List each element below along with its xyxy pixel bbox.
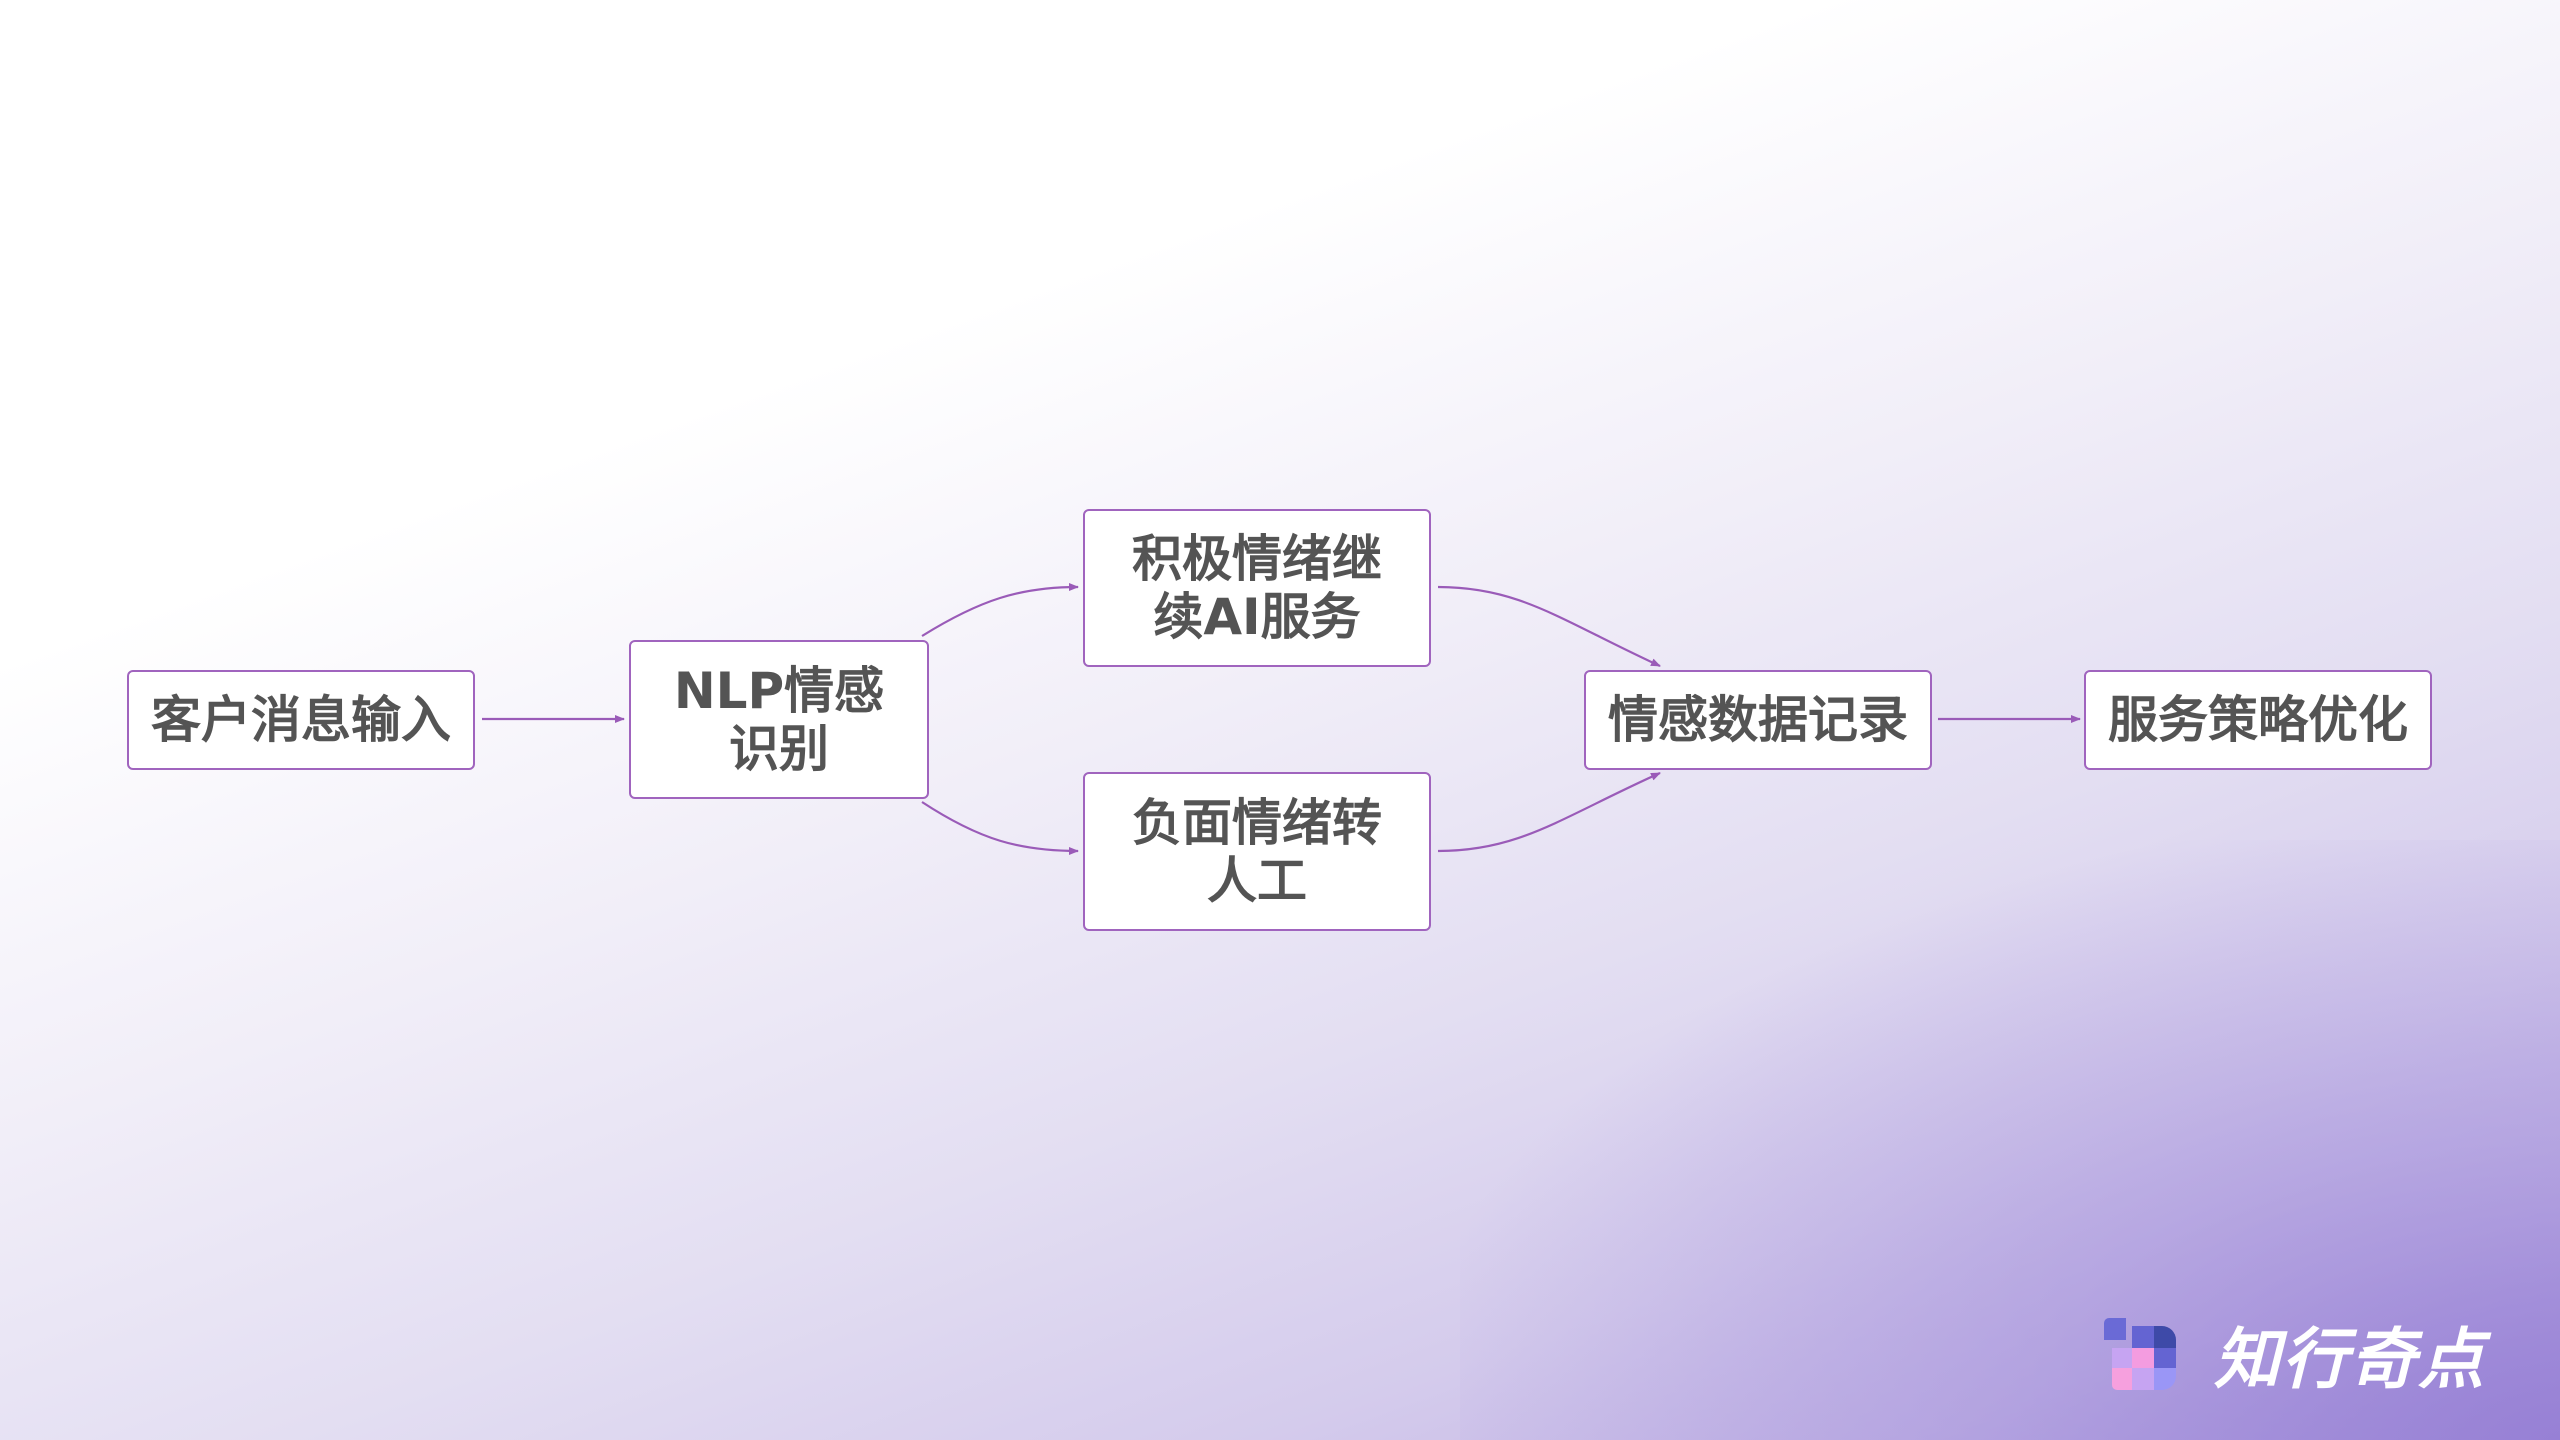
node-negative-transfer-human: 负面情绪转人工 — [1083, 772, 1431, 931]
node-nlp-sentiment-recognition: NLP情感识别 — [629, 640, 929, 799]
node-label: 积极情绪继续AI服务 — [1132, 530, 1382, 646]
brand-logo: 知行奇点 — [2104, 1316, 2486, 1398]
edge-negative-to-record — [1437, 771, 1661, 853]
node-positive-continue-ai: 积极情绪继续AI服务 — [1083, 509, 1431, 667]
background-gradient-glow — [1460, 840, 2560, 1440]
node-label: 服务策略优化 — [2108, 691, 2408, 749]
edge-positive-to-record — [1437, 585, 1661, 667]
edge-nlp-to-positive — [921, 583, 1079, 637]
pixel-grid-logo-icon — [2104, 1318, 2176, 1390]
node-label: 情感数据记录 — [1608, 691, 1908, 749]
logo-text: 知行奇点 — [2214, 1321, 2486, 1398]
node-label: NLP情感识别 — [673, 661, 885, 778]
node-sentiment-data-record: 情感数据记录 — [1584, 670, 1932, 770]
node-customer-message-input: 客户消息输入 — [127, 670, 475, 770]
node-label: 负面情绪转人工 — [1132, 793, 1382, 910]
node-label: 客户消息输入 — [151, 691, 451, 749]
edge-nlp-to-negative — [921, 801, 1079, 855]
node-service-strategy-optimization: 服务策略优化 — [2084, 670, 2432, 770]
